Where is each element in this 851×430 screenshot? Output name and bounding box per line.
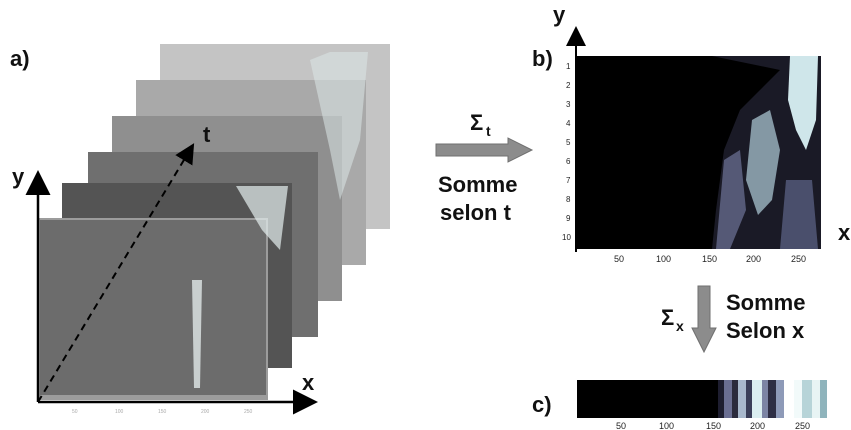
tick-label: 150 (706, 421, 721, 430)
frame-1-inner (40, 220, 266, 395)
sigma-t-subscript: t (486, 123, 491, 139)
stripe (784, 380, 794, 418)
tick-label: 4 (566, 119, 571, 128)
tick-label: 200 (201, 409, 210, 415)
sigma-t-symbol: Σ (470, 110, 483, 135)
tick-label: 250 (791, 254, 806, 264)
heatmap-b-signal-mid (716, 150, 746, 249)
signal-streak-top (310, 52, 368, 200)
sigma-x-symbol: Σ (661, 305, 674, 330)
sum-over-x: Σ x Somme Selon x (661, 285, 805, 354)
axis-x-label: x (302, 370, 315, 395)
panel-b-axis-x: x (838, 220, 851, 245)
tick-label: 200 (746, 254, 761, 264)
sum-t-line2: selon t (440, 200, 512, 225)
stripe (802, 380, 812, 418)
panel-b-y-ticks: 1 2 3 4 5 6 7 8 9 10 (562, 62, 571, 242)
stripe (812, 380, 820, 418)
panel-c-x-ticks: 50 100 150 200 250 (616, 421, 810, 430)
stripe (738, 380, 746, 418)
axis-t-line (37, 143, 195, 403)
arrow-down-icon (691, 285, 717, 354)
stripe (746, 380, 752, 418)
tick-label: 100 (656, 254, 671, 264)
axis-y-label: y (12, 164, 25, 189)
stripe (794, 380, 802, 418)
panel-b: b) y x 1 2 3 4 5 6 7 8 9 10 50 100 150 2… (532, 2, 851, 264)
axis-t-label: t (203, 122, 211, 147)
stripe (752, 380, 762, 418)
panel-c-label: c) (532, 392, 552, 417)
tick-label: 200 (750, 421, 765, 430)
profile-bar-stripes (718, 380, 827, 418)
tick-label: 7 (566, 176, 571, 185)
heatmap-b-signal-bright2 (746, 110, 780, 215)
signal-streak-bottom (192, 280, 202, 388)
tick-label: 100 (659, 421, 674, 430)
tick-label: 150 (158, 409, 167, 415)
tick-label: 50 (72, 409, 78, 415)
stripe (768, 380, 776, 418)
stripe (820, 380, 827, 418)
heatmap-b-signal-mid2 (780, 180, 818, 249)
tick-label: 50 (614, 254, 624, 264)
stripe (724, 380, 732, 418)
heatmap-b-signal-bright (788, 56, 818, 150)
stripe (718, 380, 724, 418)
tick-label: 5 (566, 138, 571, 147)
arrow-right-icon (435, 137, 534, 163)
tick-label: 9 (566, 214, 571, 223)
tick-label: 100 (115, 409, 124, 415)
tick-label: 10 (562, 233, 571, 242)
sigma-x-subscript: x (676, 318, 684, 334)
panel-b-label: b) (532, 46, 553, 71)
stripe (732, 380, 738, 418)
panel-b-x-ticks: 50 100 150 200 250 (614, 254, 806, 264)
tick-label: 6 (566, 157, 571, 166)
tick-label: 50 (616, 421, 626, 430)
tick-label: 3 (566, 100, 571, 109)
sum-t-line1: Somme (438, 172, 517, 197)
tick-label: 8 (566, 195, 571, 204)
tick-label: 250 (795, 421, 810, 430)
stripe (762, 380, 768, 418)
tick-label: 2 (566, 81, 571, 90)
tick-label: 1 (566, 62, 571, 71)
panel-a: a) y x t 50 100 150 200 250 (10, 44, 390, 415)
tick-label: 150 (702, 254, 717, 264)
sum-x-line1: Somme (726, 290, 805, 315)
panel-a-bottom-ticks: 50 100 150 200 250 (72, 409, 253, 415)
panel-b-axis-y: y (553, 2, 566, 27)
tick-label: 250 (244, 409, 253, 415)
sum-over-t: Σ t Somme selon t (435, 110, 534, 225)
panel-a-label: a) (10, 46, 30, 71)
stripe (776, 380, 784, 418)
panel-c: c) 50 100 150 200 250 (532, 380, 827, 430)
signal-streak-mid (236, 186, 288, 250)
sum-x-line2: Selon x (726, 318, 805, 343)
